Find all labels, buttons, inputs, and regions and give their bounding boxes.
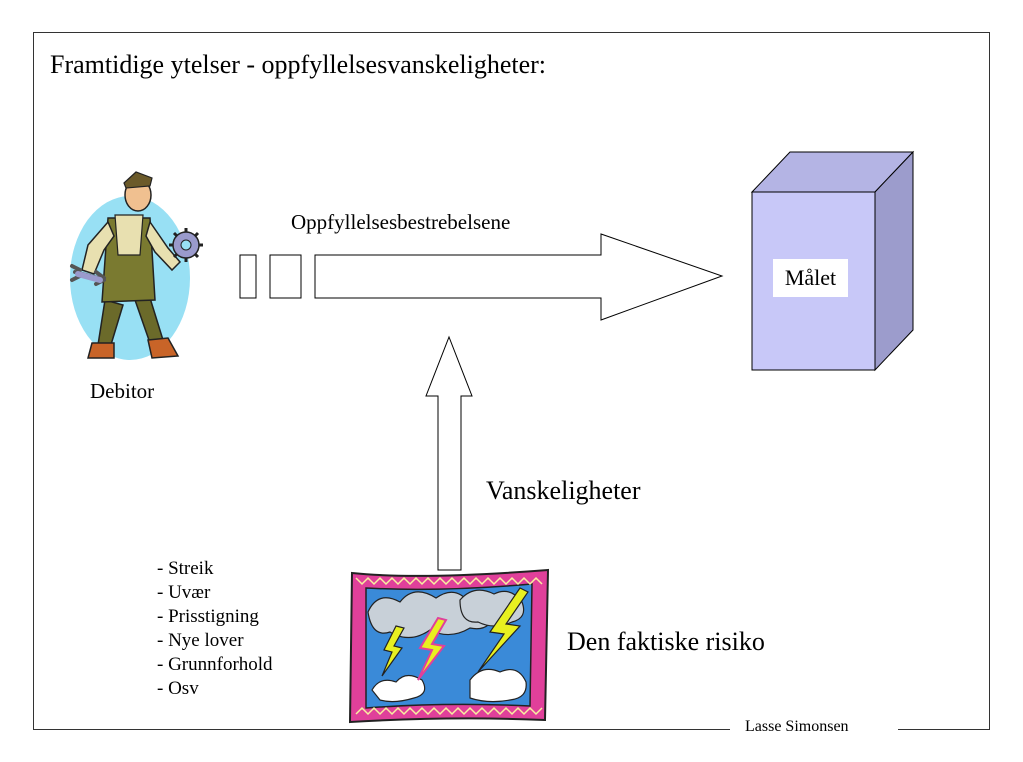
footer-author: Lasse Simonsen (745, 718, 849, 735)
difficulty-arrow (425, 335, 473, 571)
worker-with-wrenches-icon (70, 171, 203, 360)
trail-box-2 (269, 254, 302, 299)
goal-label: Målet (773, 259, 848, 297)
footer-rule-left (33, 729, 730, 730)
slide-title: Framtidige ytelser - oppfyllelsesvanskel… (50, 50, 547, 79)
list-item: - Nye lover (157, 630, 244, 651)
debtor-label: Debitor (90, 379, 155, 403)
risk-factor-list: - Streik - Uvær - Prisstigning - Nye lov… (157, 557, 273, 701)
list-item: - Streik (157, 558, 214, 579)
effort-arrow-label: Oppfyllelsesbestrebelsene (291, 210, 511, 234)
list-item: - Prisstigning (157, 606, 259, 627)
list-item: - Uvær (157, 582, 211, 603)
slide-frame (33, 32, 990, 730)
list-item: - Osv (157, 678, 199, 699)
difficulties-label: Vanskeligheter (486, 476, 641, 505)
footer-rule-right (898, 729, 989, 730)
list-item: - Grunnforhold (157, 654, 273, 675)
effort-arrow (314, 233, 724, 321)
actual-risk-label: Den faktiske risiko (567, 627, 765, 656)
trail-box-1 (239, 254, 257, 299)
storm-picture-icon (348, 568, 550, 724)
